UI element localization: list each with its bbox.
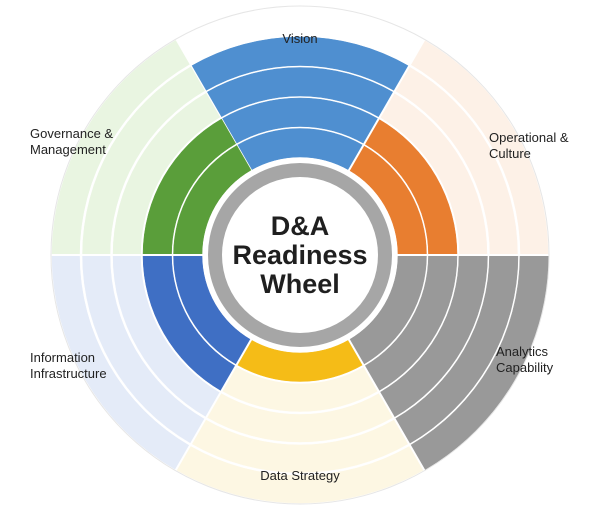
segment-label-data-strategy: Data Strategy (240, 468, 360, 484)
wheel-title-line-3: Wheel (260, 269, 340, 299)
segment-label-analytics-line-2: Capability (496, 360, 554, 375)
segment-label-operational-line-2: Culture (489, 146, 531, 161)
segment-label-info-infra-line-1: Information (30, 350, 96, 365)
wheel-center-disk (222, 177, 378, 333)
segment-label-data-strategy-line-1: Data Strategy (260, 468, 340, 483)
wheel-band-governance-2 (142, 118, 237, 256)
segment-label-governance-line-2: Management (30, 142, 106, 157)
wheel-title: D&A Readiness Wheel (210, 212, 390, 299)
segment-label-analytics-line-1: Analytics (496, 344, 549, 359)
segment-label-info-infra: Information Infrastructure (30, 350, 150, 382)
segment-label-vision: Vision (250, 31, 350, 47)
wheel-band-governance-5 (51, 39, 191, 256)
wheel-outer-outline (50, 5, 550, 505)
segment-label-operational: Operational & Culture (489, 130, 599, 162)
segment-label-analytics: Analytics Capability (496, 344, 596, 376)
wheel-band-governance-3 (112, 92, 221, 256)
segment-label-vision-line-1: Vision (282, 31, 318, 46)
wheel-separator-4 (347, 337, 428, 475)
wheel-separator-2 (347, 35, 428, 173)
wheel-title-line-2: Readiness (232, 240, 368, 270)
segment-label-governance-line-1: Governance & (30, 126, 114, 141)
wheel-title-line-1: D&A (270, 211, 330, 241)
wheel-band-governance-1 (173, 145, 252, 256)
wheel-band-governance-4 (81, 65, 206, 256)
segment-label-info-infra-line-2: Infrastructure (30, 366, 107, 381)
segment-label-operational-line-1: Operational & (489, 130, 569, 145)
wheel-separator-5 (172, 337, 253, 475)
segment-label-governance: Governance & Management (30, 126, 150, 158)
